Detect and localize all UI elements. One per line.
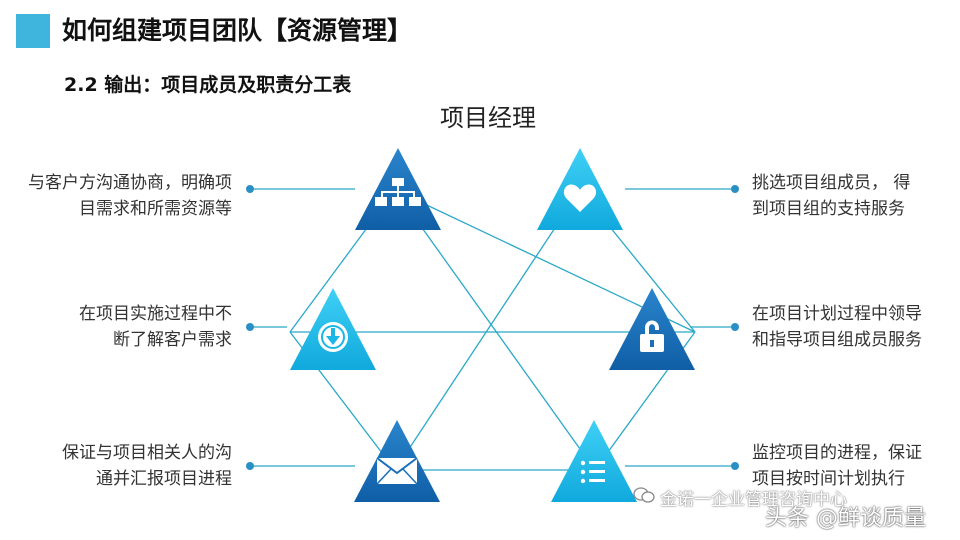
text-connectors [250, 188, 735, 467]
desc-lock: 在项目计划过程中领导 和指导项目组成员服务 [752, 304, 922, 350]
desc-heart: 挑选项目组成员， 得 到项目组的支持服务 [752, 173, 911, 219]
node-lock [609, 288, 695, 370]
wechat-icon [633, 487, 655, 503]
org-chart-icon [375, 178, 421, 206]
list-icon [580, 460, 605, 484]
node-mail [354, 420, 440, 502]
title-accent-bar [16, 14, 50, 48]
download-icon [318, 322, 348, 352]
connector-dots [246, 185, 739, 470]
heart-icon [563, 184, 597, 212]
node-download [290, 288, 376, 370]
page-title: 如何组建项目团队【资源管理】 [62, 16, 413, 45]
watermark-author: 头条 @鲜谈质量 [765, 506, 926, 531]
lock-icon [640, 320, 664, 352]
center-label: 项目经理 [440, 104, 536, 132]
page-subtitle: 2.2 输出：项目成员及职责分工表 [64, 74, 352, 96]
watermark-source: 金诺一企业管理咨询中心 [660, 490, 847, 510]
desc-download: 在项目实施过程中不 断了解客户需求 [79, 304, 232, 350]
desc-mail: 保证与项目相关人的沟 通并汇报项目进程 [62, 443, 232, 489]
node-heart [537, 148, 623, 230]
node-list [551, 420, 637, 502]
desc-org-chart: 与客户方沟通协商，明确项 目需求和所需资源等 [28, 173, 232, 219]
node-org-chart [355, 148, 441, 230]
desc-list: 监控项目的进程，保证 项目按时间计划执行 [752, 443, 922, 489]
mail-icon [376, 457, 418, 485]
